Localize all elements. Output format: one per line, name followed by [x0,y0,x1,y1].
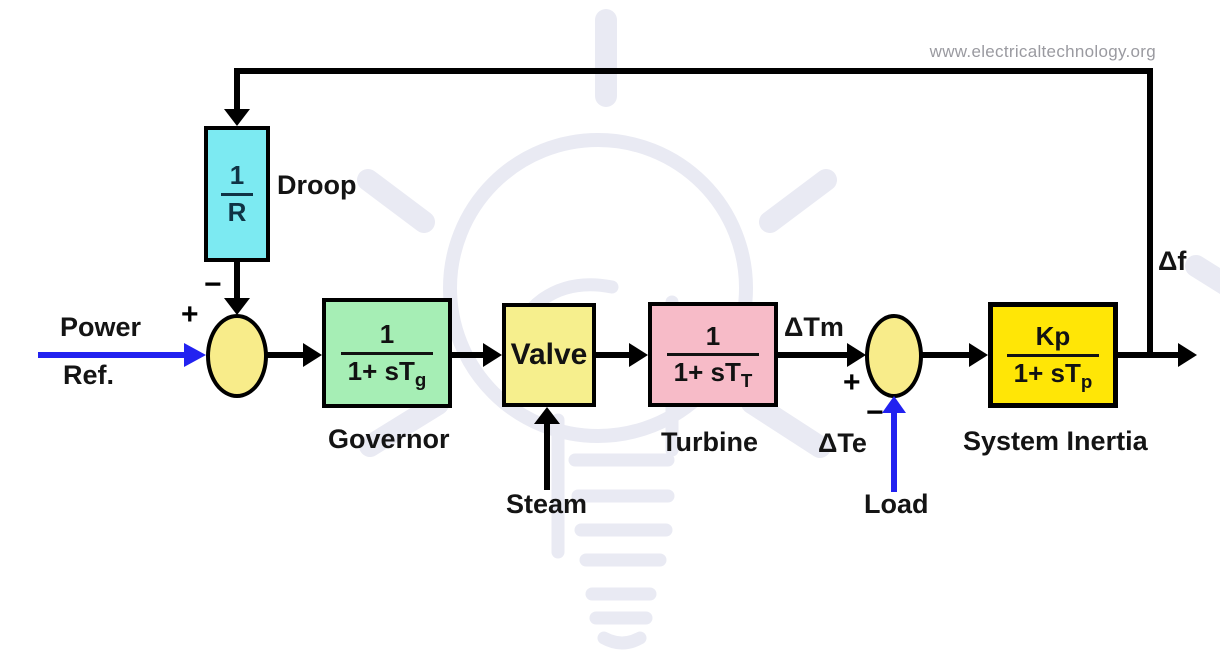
turbine-transfer-function: 1 1+ sTT [666,320,760,390]
output-line [1118,352,1180,358]
summing-junction-2 [865,314,923,398]
governor-caption: Governor [328,424,450,454]
system-inertia-transfer-function: Kp 1+ sTp [1006,321,1100,390]
system-inertia-denominator: 1+ sTp [1006,353,1100,390]
arrowhead-into-junction1 [224,298,250,315]
junction2-minus-sign: − [866,396,884,429]
turbine-caption: Turbine [661,427,758,457]
junction1-to-governor-line [266,352,306,358]
arrowhead-into-droop [224,109,250,126]
load-arrow-line [891,412,897,492]
governor-numerator: 1 [379,319,395,350]
governor-block: 1 1+ sTg [322,298,452,408]
droop-numerator: 1 [229,160,245,191]
arrowhead-into-inertia [969,343,988,367]
junction2-plus-sign: + [843,366,861,399]
governor-denominator: 1+ sTg [340,351,434,388]
summing-junction-1 [206,314,268,398]
power-ref-arrow-line [38,352,186,358]
droop-to-junction-line [234,262,240,300]
valve-block: Valve [502,303,596,407]
delta-te-label: ΔTe [818,428,867,458]
steam-arrowhead [534,407,560,424]
valve-label: Valve [510,338,588,371]
arrowhead-into-turbine [629,343,648,367]
site-watermark-text: www.electricaltechnology.org [929,42,1156,61]
load-label: Load [864,489,929,519]
turbine-denominator: 1+ sTT [666,353,760,390]
system-inertia-block: Kp 1+ sTp [988,302,1118,408]
valve-to-turbine-line [596,352,631,358]
steam-arrow-line [544,424,550,490]
droop-denominator: R [220,192,254,227]
droop-transfer-function: 1 R [220,160,254,227]
governor-transfer-function: 1 1+ sTg [340,319,434,388]
system-inertia-numerator: Kp [1035,321,1071,352]
turbine-to-junction2-line [778,352,850,358]
droop-caption: Droop [277,170,357,200]
feedback-line-top [234,68,1153,74]
steam-label: Steam [506,489,588,519]
junction1-plus-sign: + [181,298,199,331]
arrowhead-into-junction2 [847,343,866,367]
feedback-line-left-drop [234,68,240,110]
load-arrowhead [882,396,906,413]
arrowhead-into-valve [483,343,502,367]
output-arrowhead [1178,343,1197,367]
delta-f-label: Δf [1158,246,1187,276]
delta-tm-label: ΔTm [784,312,844,342]
system-inertia-caption: System Inertia [963,426,1148,456]
junction2-to-inertia-line [921,352,971,358]
arrowhead-into-governor [303,343,322,367]
power-ref-label-line1: Power [60,312,142,342]
droop-block: 1 R [204,126,270,262]
governor-to-valve-line [452,352,486,358]
power-ref-arrowhead [184,343,206,367]
power-ref-label-line2: Ref. [63,360,115,390]
feedback-line-right [1147,68,1153,358]
turbine-numerator: 1 [705,320,721,351]
junction1-minus-sign: − [204,268,222,301]
turbine-block: 1 1+ sTT [648,302,778,407]
